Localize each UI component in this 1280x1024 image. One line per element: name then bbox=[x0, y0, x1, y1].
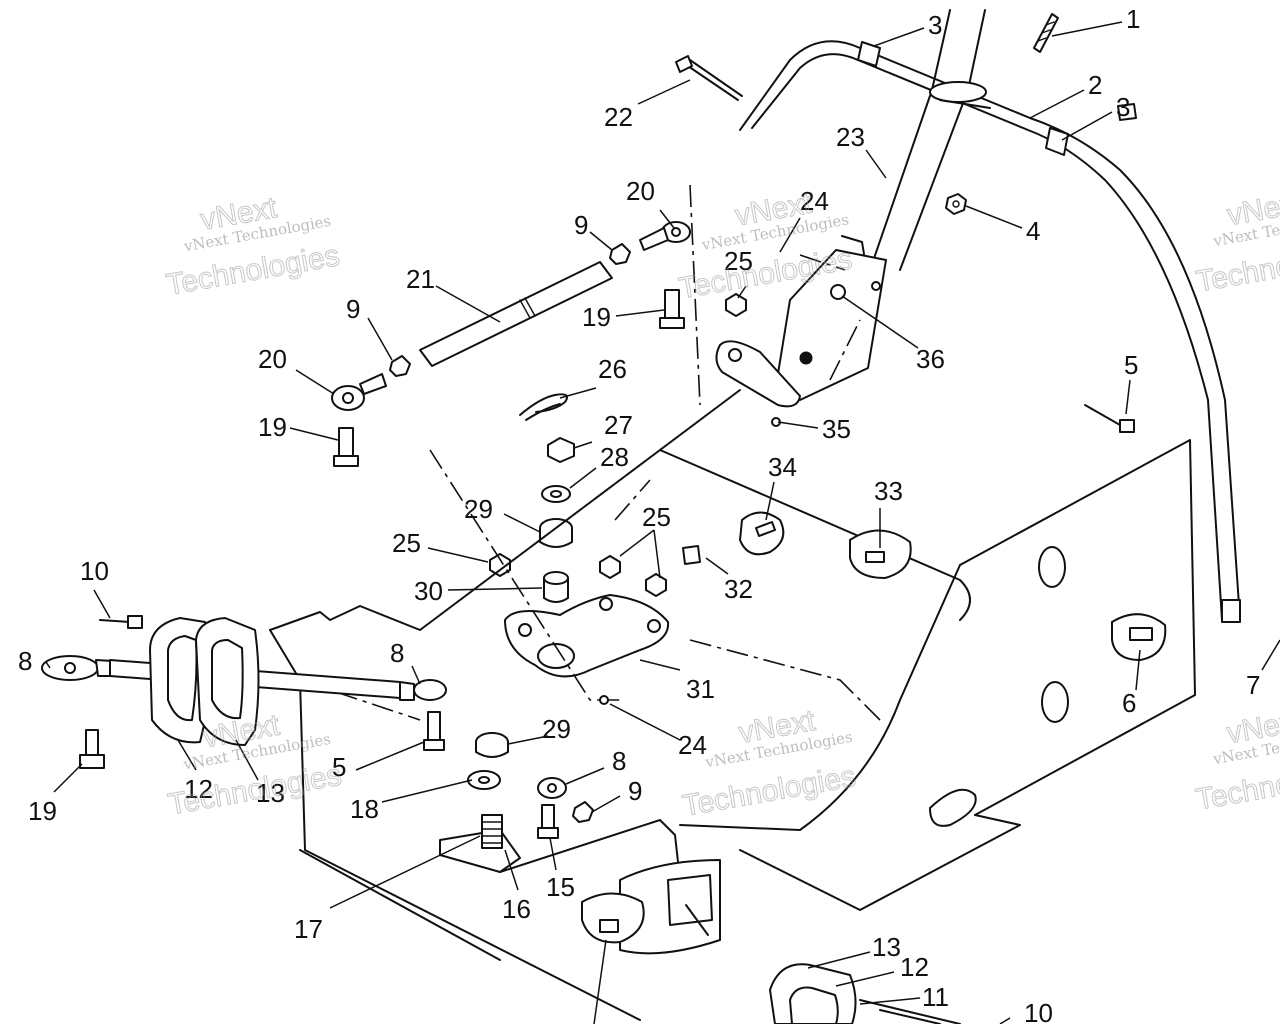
watermark: vNext vNext Technologies Technologies vN… bbox=[163, 186, 1280, 823]
callout-27: 27 bbox=[604, 410, 633, 440]
callout-19: 19 bbox=[582, 302, 611, 332]
callout-3: 3 bbox=[1116, 92, 1130, 122]
callout-11: 11 bbox=[922, 982, 949, 1012]
callout-5: 5 bbox=[332, 752, 346, 782]
callout-25: 25 bbox=[724, 246, 753, 276]
callout-21: 21 bbox=[406, 264, 435, 294]
callout-13: 13 bbox=[256, 778, 285, 808]
callout-18: 18 bbox=[350, 794, 379, 824]
callout-36: 36 bbox=[916, 344, 945, 374]
spacer-30 bbox=[543, 571, 569, 603]
nut-27 bbox=[547, 437, 575, 463]
washer-18 bbox=[467, 770, 501, 790]
callout-24: 24 bbox=[800, 186, 829, 216]
callout-12: 12 bbox=[900, 952, 929, 982]
pitman-arm-31 bbox=[504, 594, 670, 678]
jam-nuts-9 bbox=[389, 243, 631, 823]
callout-25: 25 bbox=[392, 528, 421, 558]
callout-19: 19 bbox=[258, 412, 287, 442]
gasket-13 bbox=[195, 617, 260, 746]
callout-35: 35 bbox=[822, 414, 851, 444]
tie-rod-21 bbox=[419, 261, 613, 367]
callout-20: 20 bbox=[626, 176, 655, 206]
callout-5: 5 bbox=[1124, 350, 1138, 380]
callout-13: 13 bbox=[872, 932, 901, 962]
rod-end-20-lower bbox=[331, 373, 387, 411]
washer-28 bbox=[541, 485, 571, 503]
callout-3: 3 bbox=[928, 10, 942, 40]
steering-post bbox=[869, 9, 991, 271]
steering-post-bracket bbox=[689, 184, 887, 408]
callout-22: 22 bbox=[604, 102, 633, 132]
handlebar-clamp bbox=[857, 41, 1069, 156]
callout-29: 29 bbox=[464, 494, 493, 524]
callout-15: 15 bbox=[546, 872, 575, 902]
callout-9: 9 bbox=[346, 294, 360, 324]
handlebar bbox=[739, 40, 1241, 623]
callout-30: 30 bbox=[414, 576, 443, 606]
callout-31: 31 bbox=[686, 674, 715, 704]
callout-12: 12 bbox=[184, 774, 213, 804]
callout-16: 16 bbox=[502, 894, 531, 924]
callout-23: 23 bbox=[836, 122, 865, 152]
callout-8: 8 bbox=[18, 646, 32, 676]
callout-10: 10 bbox=[1024, 998, 1053, 1024]
callout-34: 34 bbox=[768, 452, 797, 482]
nuts-25 bbox=[489, 293, 747, 597]
steering-support-plate bbox=[269, 319, 1196, 1021]
cotter-pin-26 bbox=[519, 393, 568, 421]
callout-26: 26 bbox=[598, 354, 627, 384]
callout-24: 24 bbox=[678, 730, 707, 760]
callout-25: 25 bbox=[642, 502, 671, 532]
callout-28: 28 bbox=[600, 442, 629, 472]
bolts-19 bbox=[79, 289, 685, 769]
callout-10: 10 bbox=[80, 556, 109, 586]
callout-2: 2 bbox=[1088, 70, 1102, 100]
bolts-misc bbox=[99, 404, 1153, 933]
callout-1: 1 bbox=[1126, 4, 1140, 34]
callout-8: 8 bbox=[612, 746, 626, 776]
callout-33: 33 bbox=[874, 476, 903, 506]
callout-6: 6 bbox=[1122, 688, 1136, 718]
bolt-22 bbox=[675, 55, 743, 101]
callout-8: 8 bbox=[390, 638, 404, 668]
gasket-bottom-right bbox=[769, 963, 961, 1024]
callout-20: 20 bbox=[258, 344, 287, 374]
callout-32: 32 bbox=[724, 574, 753, 604]
callout-29: 29 bbox=[542, 714, 571, 744]
callout-7: 7 bbox=[1246, 670, 1260, 700]
nut-4 bbox=[945, 193, 967, 215]
callout-numbers: 1 2 3 3 4 5 5 6 7 8 8 8 9 9 9 10 10 11 1… bbox=[18, 4, 1260, 1024]
rod-end-8-lower bbox=[537, 777, 567, 799]
rod-end-20-upper bbox=[639, 221, 691, 251]
leader-lines bbox=[45, 21, 1280, 1024]
callout-9: 9 bbox=[574, 210, 588, 240]
callout-17: 17 bbox=[294, 914, 323, 944]
callout-9: 9 bbox=[628, 776, 642, 806]
bolt-1 bbox=[1033, 13, 1059, 53]
bushing-29 bbox=[475, 518, 573, 758]
callout-19: 19 bbox=[28, 796, 57, 826]
spring-16 bbox=[481, 814, 503, 849]
callout-4: 4 bbox=[1026, 216, 1040, 246]
